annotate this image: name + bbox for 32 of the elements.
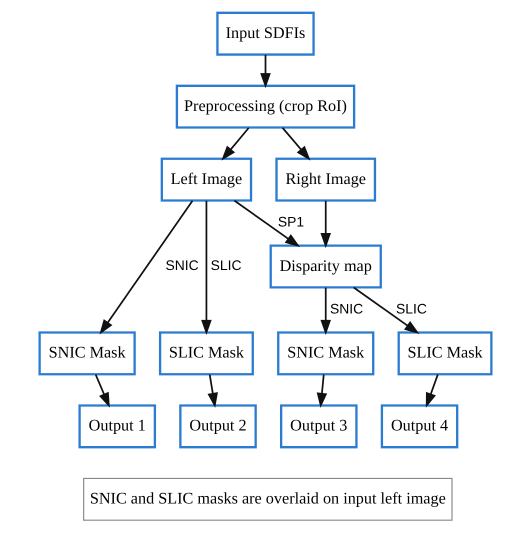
arrow	[426, 374, 439, 408]
arrow	[234, 200, 300, 248]
edge-label: SP1	[278, 214, 304, 230]
node-box: Preprocessing (crop RoI)	[176, 84, 356, 129]
node-box: Output 2	[179, 404, 257, 448]
edge-label: SLIC	[210, 257, 242, 274]
node-box: Input SDFIs	[216, 12, 315, 56]
arrow	[208, 374, 218, 408]
arrow	[353, 286, 420, 334]
node-box: Right Image	[275, 158, 376, 202]
node-box: SNIC and SLIC masks are overlaid on input left image	[83, 478, 453, 521]
node-box: Output 3	[280, 404, 358, 448]
node-box: SNIC Mask	[277, 331, 374, 376]
arrow	[99, 200, 194, 334]
node-box: Disparity map	[270, 244, 382, 288]
arrow	[320, 200, 331, 248]
node-box: Left Image	[160, 158, 252, 202]
edge-label: SNIC	[166, 257, 199, 274]
arrow	[316, 374, 328, 408]
edge-label: SNIC	[330, 300, 364, 317]
arrow	[282, 127, 310, 161]
arrow	[320, 288, 331, 335]
node-box: Output 4	[380, 404, 458, 448]
node-box: Output 1	[78, 404, 156, 448]
edge-label: SLIC	[396, 300, 427, 317]
arrow	[221, 127, 250, 161]
node-box: SLIC Mask	[398, 331, 493, 376]
node-box: SLIC Mask	[158, 331, 254, 376]
arrow	[201, 200, 212, 335]
arrow	[94, 374, 110, 408]
node-box: SNIC Mask	[38, 331, 136, 376]
arrow	[260, 54, 271, 88]
